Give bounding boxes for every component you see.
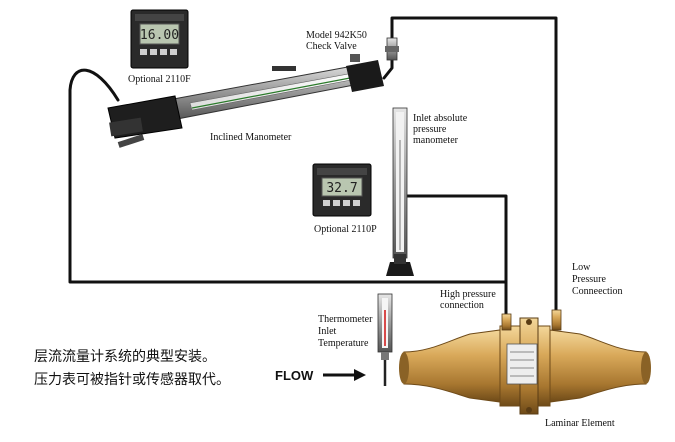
svg-text:Check Valve: Check Valve <box>306 41 357 52</box>
optional-2110p-label: Optional 2110P <box>314 224 377 235</box>
svg-text:Temperature: Temperature <box>318 338 369 349</box>
meter-2110p: 32.7 <box>312 163 372 217</box>
inclined-manometer <box>107 54 384 148</box>
optional-2110f-label: Optional 2110F <box>128 74 191 85</box>
caption: 层流流量计系统的典型安装。 压力表可被指针或传感器取代。 <box>34 349 230 388</box>
laminar-element-label: Laminar Element <box>545 418 615 429</box>
svg-text:High pressure: High pressure <box>440 289 496 300</box>
check-valve <box>385 37 399 61</box>
svg-text:Conneection: Conneection <box>572 286 623 297</box>
svg-text:manometer: manometer <box>413 135 459 146</box>
check-valve-label: Model 942K50 Check Valve <box>306 30 367 52</box>
flow-arrow <box>323 369 366 381</box>
laminar-element <box>399 309 651 415</box>
svg-text:Inlet: Inlet <box>318 326 337 337</box>
inclined-manometer-label: Inclined Manometer <box>210 132 292 143</box>
svg-text:Low: Low <box>572 262 591 273</box>
meter-2110f-reading: 16.00 <box>140 28 179 43</box>
flow-label: FLOW <box>275 368 314 383</box>
thermometer <box>377 293 393 386</box>
thermometer-label: Thermometer Inlet Temperature <box>318 314 373 349</box>
high-pressure-label: High pressure connection <box>440 289 496 311</box>
svg-text:Pressure: Pressure <box>572 274 606 285</box>
meter-2110f: 16.00 <box>130 9 189 69</box>
inlet-absolute-manometer <box>386 107 414 276</box>
meter-2110p-reading: 32.7 <box>326 181 357 196</box>
svg-text:压力表可被指针或传感器取代。: 压力表可被指针或传感器取代。 <box>34 371 230 388</box>
svg-text:Model 942K50: Model 942K50 <box>306 30 367 41</box>
svg-text:层流流量计系统的典型安装。: 层流流量计系统的典型安装。 <box>34 349 216 365</box>
svg-text:Inlet absolute: Inlet absolute <box>413 113 468 124</box>
svg-text:connection: connection <box>440 300 484 311</box>
svg-text:Thermometer: Thermometer <box>318 314 373 325</box>
inlet-manometer-label: Inlet absolute pressure manometer <box>413 113 468 146</box>
svg-text:pressure: pressure <box>413 124 447 135</box>
low-pressure-label: Low Pressure Conneection <box>572 262 623 297</box>
